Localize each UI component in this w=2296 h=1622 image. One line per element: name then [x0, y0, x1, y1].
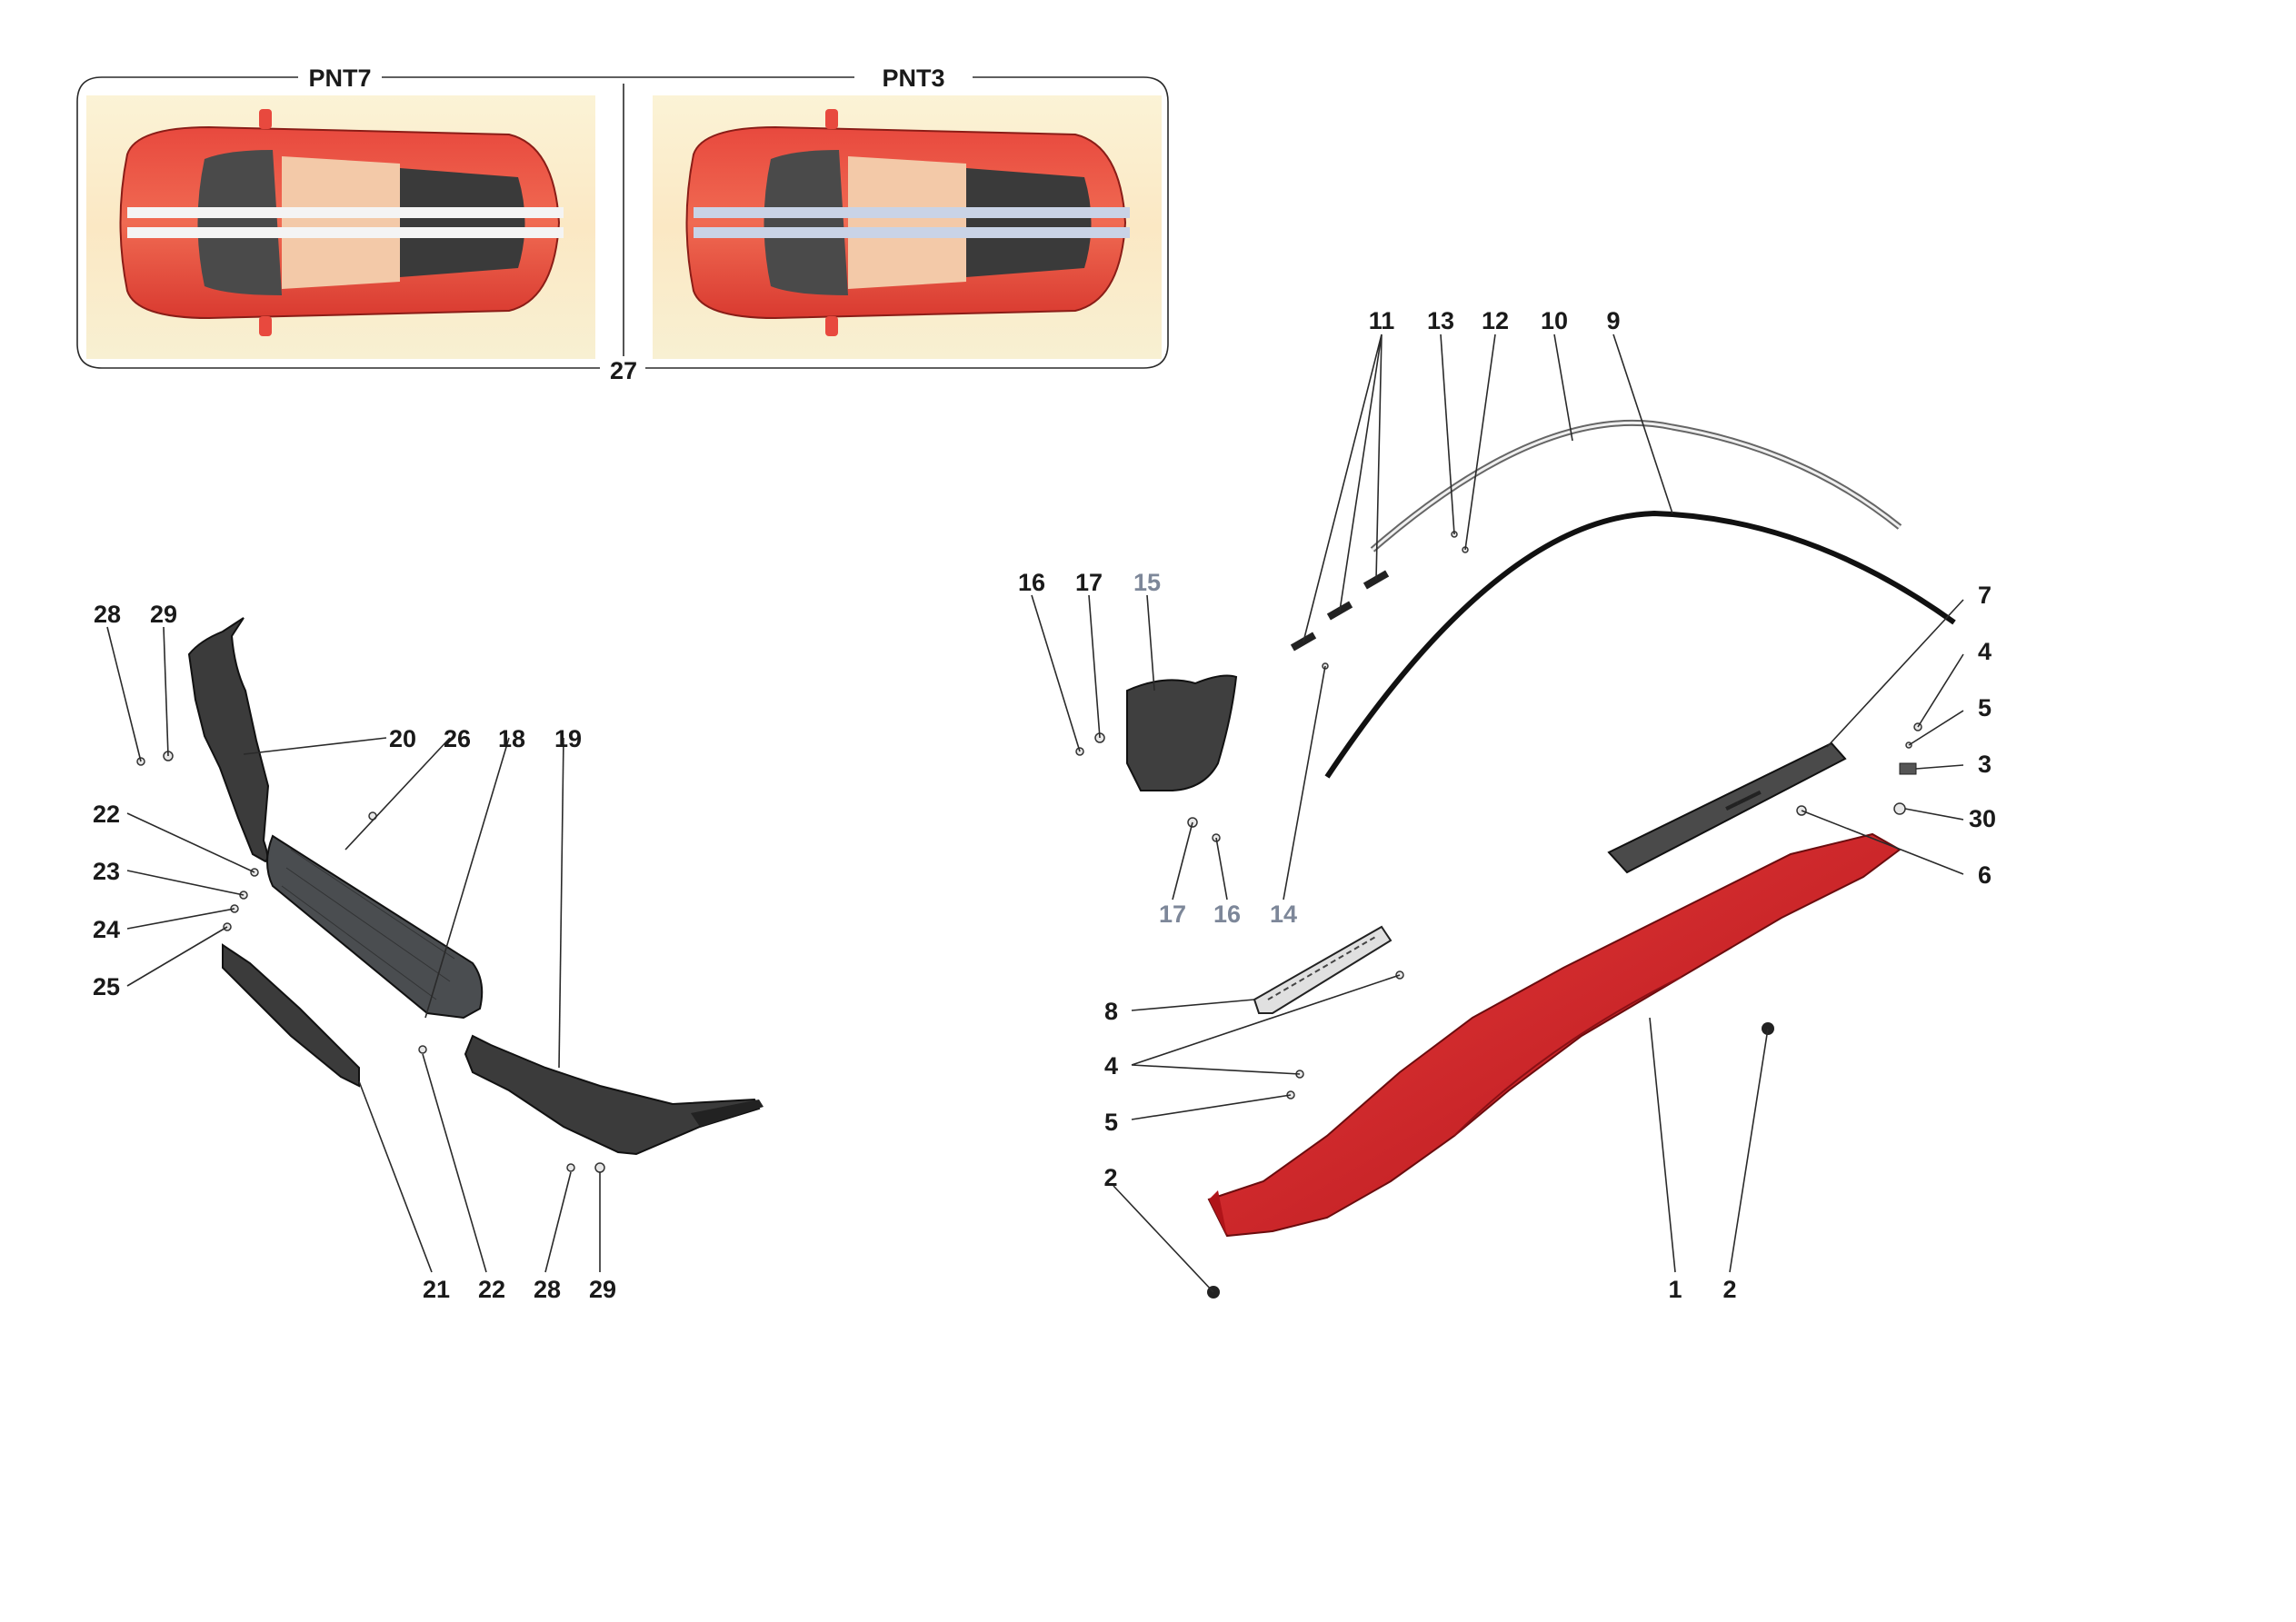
side-sill-1	[1207, 832, 1902, 1238]
callout-18: 18	[498, 725, 525, 752]
callout-4-upper: 4	[1978, 638, 1992, 665]
clip-3	[1899, 762, 1917, 775]
callout-27: 27	[610, 357, 637, 384]
callout-8: 8	[1104, 998, 1118, 1025]
callout-9: 9	[1606, 307, 1620, 334]
callout-22-lower: 22	[478, 1276, 505, 1303]
callout-11: 11	[1369, 307, 1395, 334]
callout-29-lower: 29	[589, 1276, 616, 1303]
callout-5-upper: 5	[1978, 694, 1992, 721]
callout-22-upper: 22	[93, 801, 120, 828]
paint-option-panel: PNT7 PNT3 27	[76, 65, 1169, 384]
panel-label-pnt3: PNT3	[882, 65, 944, 92]
right-sill-assembly: ▬▬▬	[1031, 333, 1964, 1299]
callout-13: 13	[1427, 307, 1454, 334]
callout-5-lower: 5	[1104, 1109, 1118, 1136]
panel-label-pnt7: PNT7	[308, 65, 371, 92]
callout-29-upper: 29	[150, 601, 177, 628]
callout-3: 3	[1978, 751, 1992, 778]
callout-30: 30	[1969, 805, 1996, 832]
callout-25: 25	[93, 973, 120, 1000]
callout-17-lower: 17	[1159, 901, 1186, 928]
stripe-pnt7-a	[127, 207, 564, 218]
callout-7: 7	[1978, 582, 1992, 609]
callout-10: 10	[1541, 307, 1568, 334]
stripe-pnt3-a	[694, 207, 1130, 218]
trim-part-19	[464, 1034, 761, 1156]
callout-16-upper: 16	[1018, 569, 1045, 596]
callout-28-lower: 28	[534, 1276, 561, 1303]
callout-4-lower: 4	[1104, 1052, 1118, 1080]
callout-20: 20	[389, 725, 416, 752]
cover-plate-15	[1126, 674, 1238, 791]
callout-17-upper: 17	[1075, 569, 1103, 596]
callout-24: 24	[93, 916, 120, 943]
kick-plate-7	[1607, 741, 1847, 874]
fastener-28-lower	[566, 1163, 575, 1172]
callout-19: 19	[554, 725, 582, 752]
stripe-pnt3-b	[694, 227, 1130, 238]
callout-1: 1	[1668, 1276, 1682, 1303]
callout-21: 21	[423, 1276, 450, 1303]
trim-part-21	[222, 943, 360, 1088]
car-top-view-pnt7	[86, 95, 595, 359]
stripe-pnt7-b	[127, 227, 564, 238]
trim-part-20	[187, 617, 270, 863]
callout-labels: 11 13 12 10 9 16 17 15 7 4 5 3 30 6 17 1…	[93, 307, 1996, 1303]
callout-28-upper: 28	[94, 601, 121, 628]
callout-26: 26	[444, 725, 471, 752]
trim-part-18	[266, 834, 484, 1020]
fastener-30	[1893, 802, 1906, 815]
callout-16-lower: 16	[1213, 901, 1241, 928]
callout-2-right: 2	[1722, 1276, 1736, 1303]
panel-frame	[76, 76, 1169, 369]
fastener-22-lower	[418, 1045, 427, 1054]
callout-2-left: 2	[1103, 1164, 1117, 1191]
callout-6: 6	[1978, 861, 1992, 889]
callout-12: 12	[1482, 307, 1509, 334]
car-top-view-pnt3	[653, 95, 1162, 359]
left-trim-assembly	[106, 617, 764, 1273]
seal-9	[1324, 510, 1956, 779]
fastener-29-lower	[594, 1162, 605, 1173]
callout-14: 14	[1270, 901, 1297, 928]
callout-23: 23	[93, 858, 120, 885]
callout-15: 15	[1133, 569, 1161, 596]
